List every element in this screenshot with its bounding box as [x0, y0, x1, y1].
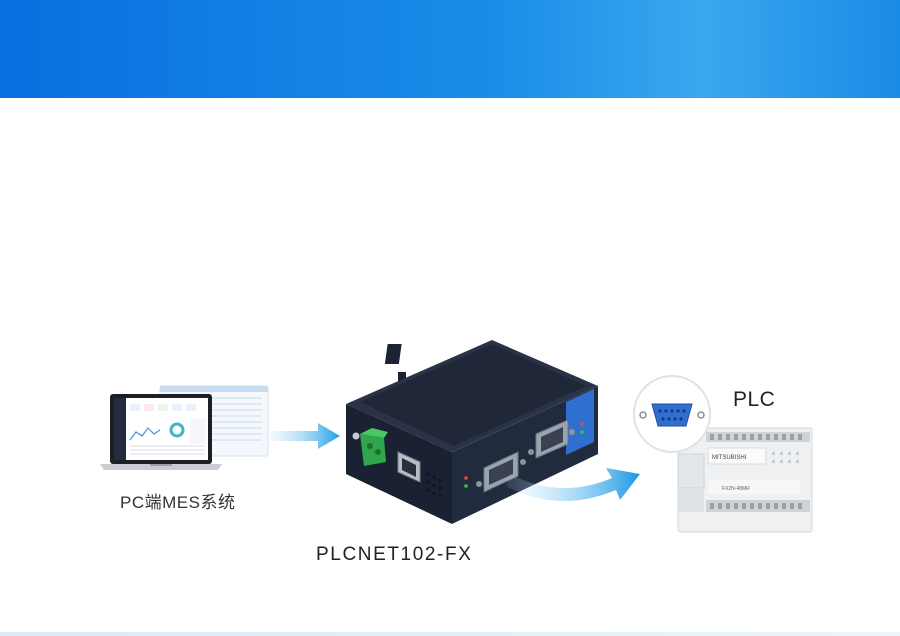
plc-model-text: FX2N-48MR: [722, 486, 750, 492]
arrow-right-icon: [270, 423, 340, 449]
gateway-device-icon: [346, 340, 599, 524]
laptop-icon: [100, 385, 269, 470]
db9-connector-icon: [633, 375, 711, 453]
plc-icon: MITSUBISHI FX2N-48MR: [677, 427, 813, 533]
plc-brand-text: MITSUBISHI: [712, 455, 747, 461]
bottom-divider: [0, 632, 900, 636]
plc-label: PLC: [733, 388, 776, 411]
device-model-label: PLCNET102-FX: [316, 544, 473, 565]
top-banner: [0, 0, 900, 98]
pc-mes-label: PC端MES系统: [120, 493, 236, 512]
curved-arrow-icon: [506, 468, 640, 502]
